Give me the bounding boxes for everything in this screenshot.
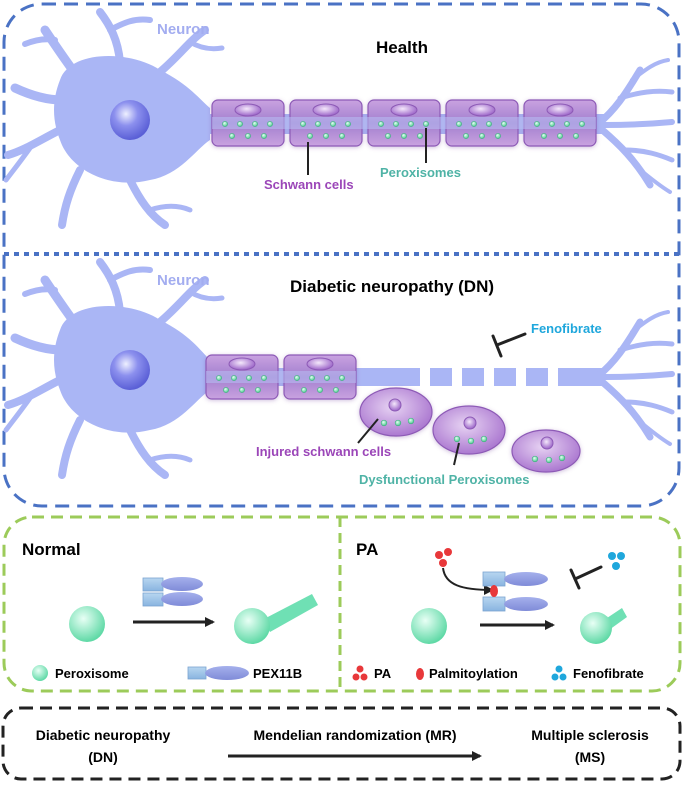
dn-soma-nucleus bbox=[110, 350, 150, 390]
pa-fenofibrate-icon bbox=[608, 552, 625, 570]
pa-molecule-icon bbox=[435, 548, 452, 567]
dn-neuron-label: Neuron bbox=[157, 272, 210, 289]
legend-peroxisome-icon bbox=[32, 665, 48, 681]
dysfunctional-peroxisomes-label: Dysfunctional Peroxisomes bbox=[359, 472, 530, 487]
normal-peroxisome bbox=[69, 606, 105, 642]
dn-neuron bbox=[3, 258, 675, 479]
injured-pointer bbox=[357, 418, 379, 444]
legend-fenofibrate-label: Fenofibrate bbox=[573, 666, 644, 681]
normal-pex11b-icon bbox=[142, 577, 203, 607]
bottom-left-line2: (DN) bbox=[88, 749, 118, 765]
bottom-left-line1: Diabetic neuropathy bbox=[35, 727, 171, 743]
injured-schwann-cells bbox=[359, 387, 581, 473]
legend-pex11b-icon bbox=[187, 666, 249, 680]
legend-pex11b-label: PEX11B bbox=[253, 666, 303, 681]
schwann-cells-label: Schwann cells bbox=[264, 177, 354, 192]
legend-peroxisome-label: Peroxisome bbox=[55, 666, 129, 681]
bottom-right-line2: (MS) bbox=[574, 749, 606, 765]
legend-fenofibrate-icon bbox=[551, 665, 567, 681]
bottom-middle-label: Mendelian randomization (MR) bbox=[253, 727, 457, 743]
fenofibrate-inhibitor-icon bbox=[491, 332, 527, 358]
bottom-right-line1: Multiple sclerosis bbox=[531, 727, 649, 743]
legend-pa-icon bbox=[352, 665, 368, 681]
legend-pa-label: PA bbox=[374, 666, 392, 681]
health-schwann-cells bbox=[211, 99, 597, 147]
bottom-bar-border bbox=[1, 706, 682, 781]
dn-title: Diabetic neuropathy (DN) bbox=[290, 277, 495, 296]
health-title: Health bbox=[376, 38, 428, 57]
pa-inhibitor-icon bbox=[569, 565, 603, 590]
legend-palmitoylation-label: Palmitoylation bbox=[429, 666, 518, 681]
pa-title: PA bbox=[356, 540, 379, 559]
injured-schwann-label: Injured schwann cells bbox=[256, 444, 392, 459]
dn-schwann-cells bbox=[205, 354, 357, 400]
normal-title: Normal bbox=[22, 540, 81, 559]
peroxisomes-label: Peroxisomes bbox=[380, 165, 461, 180]
normal-elongated-peroxisome bbox=[234, 594, 318, 644]
palmitoylation-mark bbox=[490, 585, 498, 597]
pa-peroxisome bbox=[411, 608, 447, 644]
health-soma-nucleus bbox=[110, 100, 150, 140]
legend-palmitoylation-icon bbox=[416, 668, 424, 680]
fenofibrate-label: Fenofibrate bbox=[531, 321, 602, 336]
mechanism-panel-border bbox=[2, 515, 682, 693]
dysfunctional-pointer bbox=[453, 442, 460, 466]
pa-curved-arrow bbox=[442, 567, 494, 595]
health-neuron-label: Neuron bbox=[157, 21, 210, 38]
pa-stunted-peroxisome bbox=[580, 608, 627, 644]
